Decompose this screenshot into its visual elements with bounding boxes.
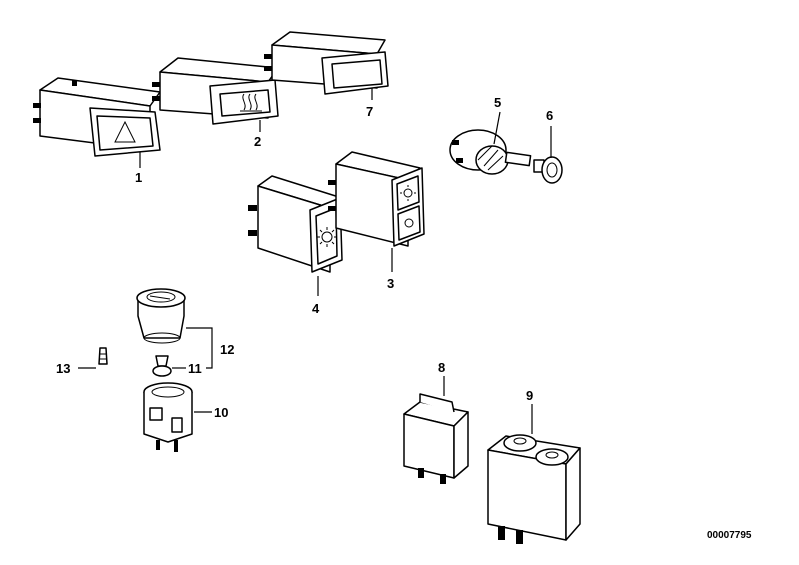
callout-5: 5 (494, 95, 501, 110)
callout-8: 8 (438, 360, 445, 375)
light-icon-lower (404, 218, 414, 228)
sun-icon (317, 227, 337, 247)
callout-2: 2 (254, 134, 261, 149)
callout-labels: 1 2 7 4 3 5 6 12 11 10 13 8 9 00007795 (56, 95, 752, 541)
callout-12: 12 (220, 342, 234, 357)
bulb-part-13[interactable] (98, 347, 108, 365)
callout-11: 11 (188, 361, 202, 376)
double-switch-part-3[interactable] (328, 151, 425, 247)
callout-1: 1 (135, 170, 142, 185)
callout-7: 7 (366, 104, 373, 119)
ring-part-11[interactable] (152, 355, 172, 377)
hazard-switch-part-1[interactable] (33, 77, 161, 157)
lighter-insert-part-12[interactable] (136, 288, 186, 344)
push-button-part-8[interactable] (403, 393, 469, 484)
callout-9: 9 (526, 388, 533, 403)
callout-3: 3 (387, 276, 394, 291)
callout-10: 10 (214, 405, 228, 420)
leader-lines (78, 88, 552, 434)
light-icon-upper (400, 185, 416, 201)
callout-13: 13 (56, 361, 70, 376)
drawing-code: 00007795 (707, 530, 752, 541)
lighter-socket-part-10[interactable] (143, 382, 193, 452)
light-switch-part-4[interactable] (248, 175, 343, 273)
knob-part-6[interactable] (533, 156, 563, 184)
hazard-triangle-icon (114, 120, 136, 143)
defogger-switch-part-2[interactable] (152, 57, 279, 125)
callout-4: 4 (312, 301, 320, 316)
rotary-switch-part-5[interactable] (449, 129, 532, 175)
double-button-part-9[interactable] (487, 434, 581, 544)
callout-6: 6 (546, 108, 553, 123)
defogger-icon (240, 93, 262, 112)
switch-part-7[interactable] (264, 31, 389, 95)
